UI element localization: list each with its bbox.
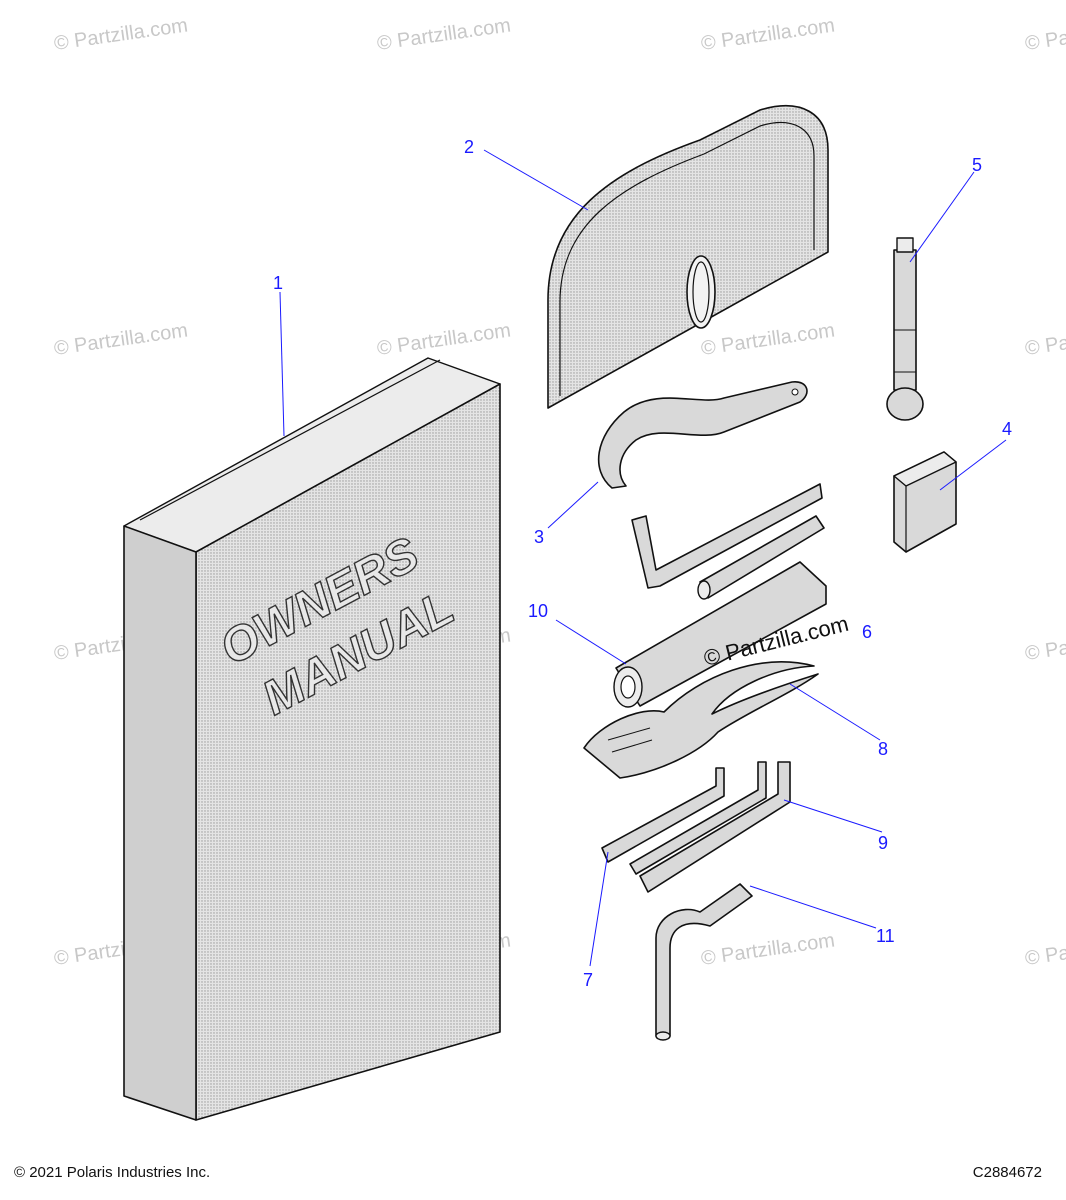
allen-keys xyxy=(601,761,791,893)
footer-copyright: © 2021 Polaris Industries Inc. xyxy=(14,1164,211,1181)
pin-tool xyxy=(886,237,924,421)
callout-3: 3 xyxy=(534,527,544,547)
leader-lines xyxy=(279,149,1007,967)
l-bar-body xyxy=(655,883,753,1037)
pliers xyxy=(583,661,819,779)
callout-2: 2 xyxy=(464,137,474,157)
watermark: © Partzilla.com xyxy=(53,14,190,55)
watermark: © Partzilla.com xyxy=(700,319,837,360)
l-bar-tool xyxy=(655,883,753,1041)
watermark: © Partzilla.com xyxy=(53,319,190,360)
callout-10: 10 xyxy=(528,601,548,621)
callout-1: 1 xyxy=(273,273,283,293)
watermark: © Partzilla.com xyxy=(700,929,837,970)
allen-key-long xyxy=(639,761,791,893)
callout-7: 7 xyxy=(583,970,593,990)
callout-8: 8 xyxy=(878,739,888,759)
tube-wrench xyxy=(613,561,827,708)
watermark: © Partzilla.com xyxy=(1024,929,1066,970)
pliers-body xyxy=(583,661,819,779)
watermark: © Partzilla.com xyxy=(1024,14,1066,55)
callout-4: 4 xyxy=(1002,419,1012,439)
callout-11: 11 xyxy=(876,926,895,946)
watermark: © Partzilla.com xyxy=(1024,624,1066,665)
footer-diagram-code: C2884672 xyxy=(972,1164,1042,1181)
pouch-body xyxy=(547,105,829,409)
watermark: © Partzilla.com xyxy=(376,319,513,360)
allen-key-mid xyxy=(629,761,767,875)
hex-key xyxy=(631,483,823,589)
watermark: © Partzilla.com xyxy=(1024,319,1066,360)
hex-key-set xyxy=(631,483,825,600)
spanner-wrench xyxy=(597,381,808,489)
pin-shaft xyxy=(893,249,917,391)
allen-key-short xyxy=(601,767,725,863)
owners-manual-book: OWNERS MANUAL xyxy=(123,357,501,1121)
tool-pouch xyxy=(547,105,829,409)
watermark: © Partzilla.com xyxy=(700,14,837,55)
spanner-body xyxy=(597,381,808,489)
pin-head xyxy=(886,387,924,421)
book-spine xyxy=(123,525,197,1121)
watermark: © Partzilla.com xyxy=(376,14,513,55)
callout-9: 9 xyxy=(878,833,888,853)
pouch-ring xyxy=(686,255,716,329)
fuse-block xyxy=(893,451,957,553)
callout-5: 5 xyxy=(972,155,982,175)
callouts: 1 2 3 4 5 6 7 8 9 10 11 xyxy=(273,137,1012,990)
callout-6: 6 xyxy=(862,622,872,642)
